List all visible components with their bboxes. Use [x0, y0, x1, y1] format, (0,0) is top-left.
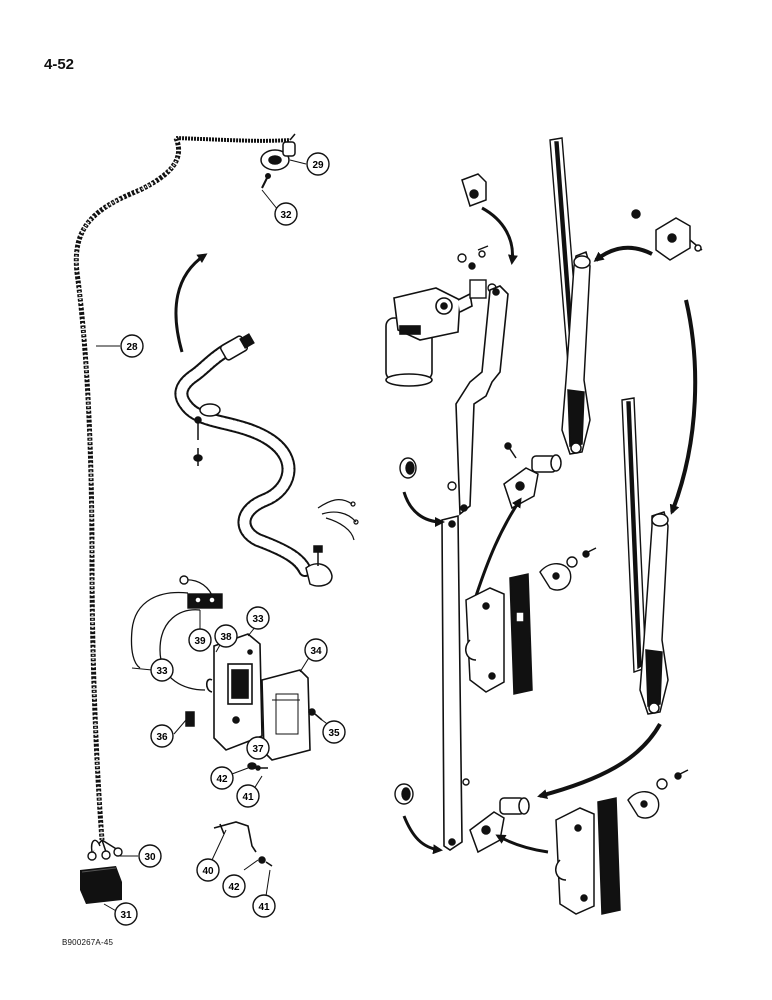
- callout-33-lower: 33: [150, 658, 174, 682]
- direction-arrow-shaft-lower: [495, 834, 549, 854]
- callout-label: 28: [126, 342, 138, 353]
- callout-29: 29: [306, 152, 330, 176]
- motor-hardware: [457, 245, 497, 299]
- wiper-arm-lower: [639, 511, 669, 715]
- callout-32: 32: [274, 202, 298, 226]
- direction-arrow-bushing-lower: [402, 815, 443, 855]
- direction-arrow-cap: [593, 245, 653, 262]
- cable-clamp-lower: [305, 545, 333, 587]
- cable-wires: [317, 499, 359, 541]
- drive-link: [455, 285, 509, 516]
- escutcheon-lower: [627, 769, 689, 819]
- callout-label: 41: [258, 902, 270, 913]
- connecting-link: [441, 514, 463, 851]
- callout-39: 39: [188, 628, 212, 652]
- cable-plug: [219, 333, 255, 361]
- callout-28: 28: [120, 334, 144, 358]
- mounting-bracket: [213, 821, 273, 867]
- callout-38: 38: [214, 624, 238, 648]
- callout-label: 35: [328, 728, 340, 739]
- pivot-shaft-lower: [469, 797, 530, 854]
- callout-label: 42: [216, 774, 228, 785]
- callout-40: 40: [196, 858, 220, 882]
- callout-label: 37: [252, 744, 264, 755]
- figure-code: B900267A-45: [62, 938, 114, 947]
- callout-label: 32: [280, 210, 292, 221]
- callout-30: 30: [138, 844, 162, 868]
- crank-arm: [461, 173, 487, 207]
- callout-label: 41: [242, 792, 254, 803]
- callout-35: 35: [322, 720, 346, 744]
- terminal-connectors: [87, 839, 123, 861]
- callout-31: 31: [114, 902, 138, 926]
- callout-label: 33: [252, 614, 264, 625]
- direction-arrow-crank: [481, 206, 518, 265]
- cable-clamp: [193, 403, 221, 466]
- callout-leaders: [96, 159, 331, 913]
- page-number: 4-52: [44, 56, 75, 73]
- callout-label: 31: [120, 910, 132, 921]
- callout-label: 42: [228, 882, 240, 893]
- callout-41-upper: 41: [236, 784, 260, 808]
- callout-37: 37: [246, 736, 270, 760]
- wiper-motor-cable: [174, 338, 312, 577]
- callout-34: 34: [304, 638, 328, 662]
- callout-42-lower: 42: [222, 874, 246, 898]
- callout-label: 30: [144, 852, 156, 863]
- screw: [261, 173, 271, 189]
- harness-connector: [260, 133, 296, 171]
- direction-arrow-arm-lower: [537, 723, 662, 800]
- toggle-switch: [179, 575, 223, 609]
- callout-41-lower: 41: [252, 894, 276, 918]
- pivot-mount-bracket-upper: [465, 573, 533, 695]
- switch-bracket: [205, 633, 263, 751]
- callout-label: 38: [220, 632, 232, 643]
- callout-label: 39: [194, 636, 206, 647]
- pivot-shaft-upper: [503, 442, 562, 510]
- bushing-lower: [394, 778, 470, 805]
- wiper-arm-upper: [561, 250, 591, 455]
- callout-label: 33: [156, 666, 168, 677]
- escutcheon-upper: [539, 547, 597, 591]
- wiper-motor: [385, 287, 473, 387]
- callout-36: 36: [150, 724, 174, 748]
- direction-arrow-bushing: [402, 491, 445, 527]
- callout-33-upper: 33: [246, 606, 270, 630]
- direction-arrow-shaft: [474, 497, 522, 597]
- connector-plug: [80, 866, 122, 904]
- callout-label: 36: [156, 732, 168, 743]
- direction-arrow-arm: [669, 299, 698, 515]
- wiper-blade-lower: [621, 397, 647, 673]
- bushing-upper: [399, 457, 457, 491]
- callout-42-upper: 42: [210, 766, 234, 790]
- callout-label: 29: [312, 160, 324, 171]
- pivot-mount-bracket-lower: [555, 797, 621, 915]
- arm-pivot-cap: [631, 209, 703, 261]
- callout-label: 40: [202, 866, 214, 877]
- small-screws: [185, 708, 323, 771]
- direction-arrow: [174, 253, 208, 353]
- callout-label: 34: [310, 646, 322, 657]
